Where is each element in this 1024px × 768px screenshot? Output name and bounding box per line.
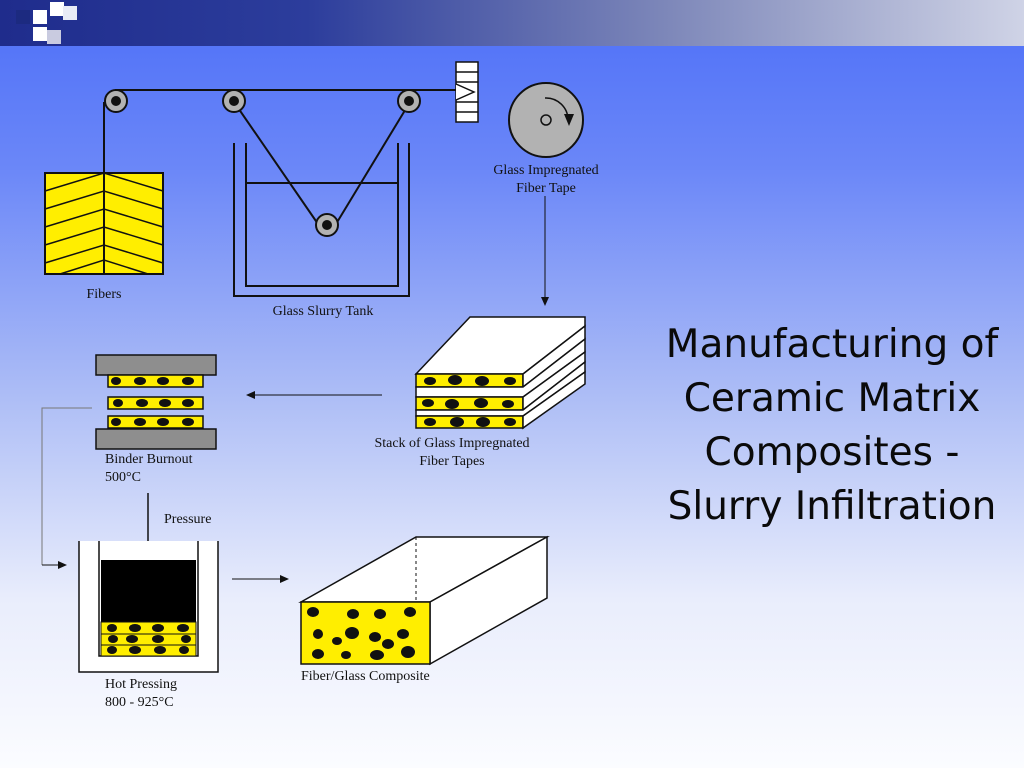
logo-square-light <box>33 27 47 41</box>
logo-square-light <box>33 10 47 24</box>
tape-stack <box>414 316 586 430</box>
fiber-strand <box>103 89 470 225</box>
label-hot-line2: 800 - 925°C <box>105 695 174 710</box>
label-binder-line2: 500°C <box>105 470 141 485</box>
label-stack-line1: Stack of Glass Impregnated <box>374 436 530 451</box>
slide-title-line: Slurry Infiltration <box>667 484 997 529</box>
tape-cutter <box>455 61 479 123</box>
label-tape-line1: Glass Impregnated <box>493 163 599 178</box>
label-binder-burnout: Binder Burnout 500°C <box>105 451 193 487</box>
logo-square-dark <box>63 6 77 20</box>
binder-burnout-press <box>95 354 217 450</box>
fiber-spool <box>44 172 164 275</box>
pulley <box>222 89 246 113</box>
label-fibers: Fibers <box>86 287 122 302</box>
flow-connector <box>41 407 92 565</box>
slide-title-line: Composites - <box>704 430 960 475</box>
label-hot-pressing: Hot Pressing 800 - 925°C <box>105 676 177 712</box>
pulley <box>397 89 421 113</box>
label-tape: Glass Impregnated Fiber Tape <box>470 162 622 198</box>
label-tape-line2: Fiber Tape <box>516 181 576 196</box>
logo-square-light <box>50 2 64 16</box>
glass-slurry-tank <box>233 143 410 297</box>
tape-drum <box>508 82 584 158</box>
label-hot-line1: Hot Pressing <box>105 677 177 692</box>
slide-title-line: Ceramic Matrix <box>683 376 981 421</box>
label-composite: Fiber/Glass Composite <box>301 669 430 684</box>
label-stack-line2: Fiber Tapes <box>419 454 485 469</box>
label-pressure: Pressure <box>164 512 212 527</box>
pulley <box>315 213 339 237</box>
label-glass-slurry-tank: Glass Slurry Tank <box>272 304 374 319</box>
label-binder-line1: Binder Burnout <box>105 452 193 467</box>
title-bar <box>0 0 1024 46</box>
label-stack: Stack of Glass Impregnated Fiber Tapes <box>346 435 558 471</box>
slide-title: Manufacturing of Ceramic Matrix Composit… <box>648 318 1016 534</box>
logo-square-mid <box>47 30 61 44</box>
logo-square-dark <box>16 10 30 24</box>
composite-block <box>298 535 550 666</box>
slide-title-line: Manufacturing of <box>665 322 999 367</box>
hot-press <box>78 541 219 673</box>
pulley <box>104 89 128 113</box>
